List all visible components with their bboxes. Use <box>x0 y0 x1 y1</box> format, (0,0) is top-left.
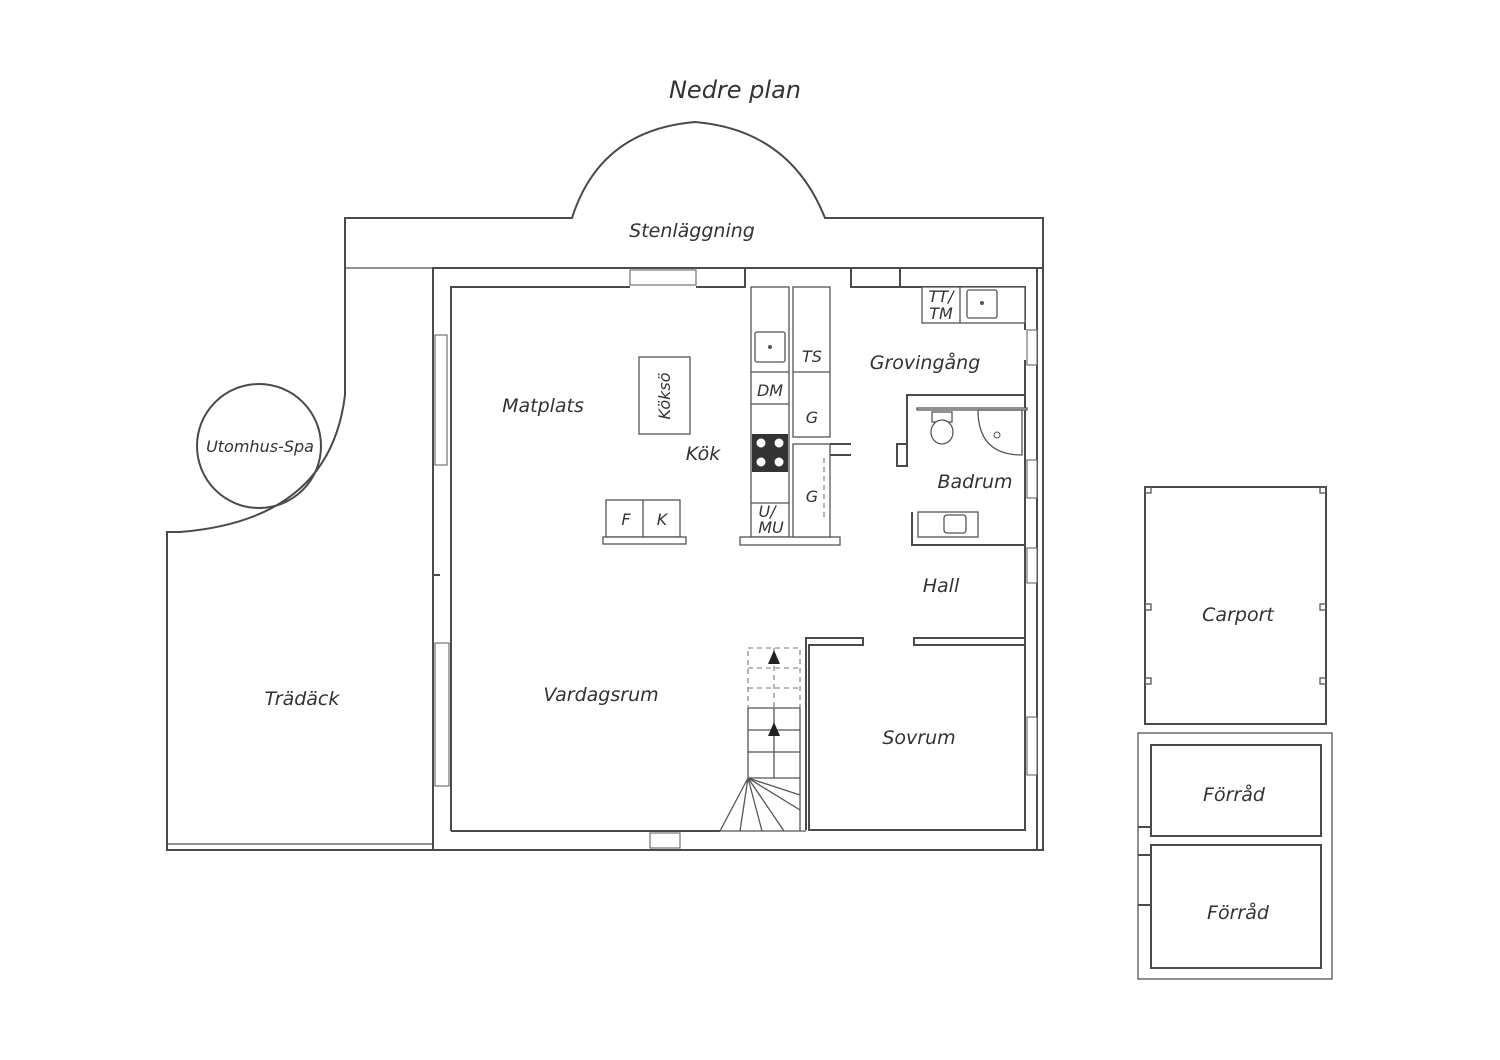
badrum-label: Badrum <box>937 471 1012 493</box>
tt-tm-label-1: TT/ <box>929 287 956 306</box>
sovrum-label: Sovrum <box>882 727 955 749</box>
storage-building <box>1137 732 1333 980</box>
kitchen-counter-right <box>792 286 851 538</box>
u-mu-label-1: U/ <box>758 502 777 521</box>
windows <box>434 269 1038 849</box>
fridge-freezer <box>602 499 687 545</box>
vardagsrum-label: Vardagsrum <box>543 684 658 706</box>
g-upper-label: G <box>806 408 818 427</box>
grovingang-label: Grovingång <box>870 351 981 374</box>
k-label: K <box>657 510 669 529</box>
utomhus-spa-label: Utomhus-Spa <box>206 437 314 456</box>
tt-tm-label-2: TM <box>929 304 953 323</box>
carport <box>1144 486 1327 725</box>
kok-label: Kök <box>686 443 721 465</box>
hall-label: Hall <box>923 575 960 597</box>
plan-title: Nedre plan <box>669 76 801 104</box>
dm-label: DM <box>757 381 783 400</box>
staircase <box>719 647 806 832</box>
matplats-label: Matplats <box>502 395 584 417</box>
f-label: F <box>621 510 631 529</box>
kokso-label: Köksö <box>655 372 674 419</box>
wooden-deck <box>166 268 433 851</box>
forrad-2-label: Förråd <box>1207 901 1270 924</box>
tradack-label: Trädäck <box>265 688 341 710</box>
g-lower-label: G <box>806 487 818 506</box>
stone-terrace <box>344 120 1044 269</box>
outdoor-spa <box>196 383 322 509</box>
kitchen-counter-left <box>739 286 841 546</box>
u-mu-label-2: MU <box>758 518 784 537</box>
carport-label: Carport <box>1202 604 1275 626</box>
laundry-counter <box>921 286 1026 324</box>
ts-label: TS <box>802 347 822 366</box>
forrad-1-label: Förråd <box>1203 783 1266 806</box>
stenlaggning-label: Stenläggning <box>629 220 755 242</box>
kitchen-island <box>638 356 691 435</box>
bathroom-fixtures <box>916 407 1028 538</box>
